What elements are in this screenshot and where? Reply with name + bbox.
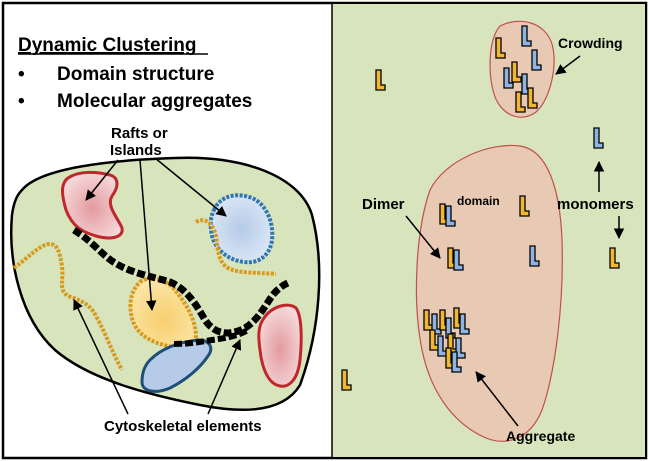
cytoskeleton-orange-strand-top xyxy=(194,218,277,276)
red-raft-top xyxy=(61,170,124,240)
rafts-label-line1: Rafts or xyxy=(111,125,168,142)
bullet-marker-2: • xyxy=(18,91,25,112)
arrow-cyto-to-black-chain xyxy=(207,339,242,415)
cytoskeleton-orange-strand-left xyxy=(12,241,124,371)
protein-yellow xyxy=(515,91,526,113)
protein-yellow xyxy=(519,195,530,217)
bullet-molecular-aggregates: Molecular aggregates xyxy=(57,91,252,112)
protein-blue xyxy=(453,249,464,271)
arrow-crowding xyxy=(555,55,581,75)
cytoskeleton-black-chain-1 xyxy=(72,227,292,337)
red-raft-right xyxy=(257,303,303,388)
bullet-marker-1: • xyxy=(18,64,25,85)
protein-blue xyxy=(531,49,542,71)
domain-label: domain xyxy=(457,194,500,208)
blue-raft-bottom xyxy=(140,338,213,393)
protein-blue xyxy=(521,25,532,47)
protein-blue xyxy=(451,351,462,373)
protein-blue xyxy=(459,313,470,335)
bullet-domain-structure: Domain structure xyxy=(57,64,214,85)
protein-blue xyxy=(445,317,456,339)
protein-yellow xyxy=(527,87,538,109)
protein-yellow xyxy=(511,61,522,83)
crowding-domain xyxy=(489,20,555,118)
arrow-aggregate xyxy=(475,371,519,427)
panel-heading: Dynamic Clustering xyxy=(18,35,196,56)
arrow-dimer xyxy=(405,215,441,259)
monomers-label: monomers xyxy=(557,196,634,213)
arrow-rafts-to-orange xyxy=(139,159,157,312)
protein-blue xyxy=(593,127,604,149)
proteins-layer xyxy=(341,25,620,391)
protein-yellow xyxy=(609,247,620,269)
cytoskeletal-label: Cytoskeletal elements xyxy=(104,418,262,435)
protein-blue xyxy=(445,205,456,227)
cytoskeleton-black-chain-2 xyxy=(173,327,250,347)
arrow-rafts-to-blue xyxy=(154,157,227,217)
arrow-rafts-to-red xyxy=(85,159,119,201)
rafts-label-line2: Islands xyxy=(110,142,162,159)
protein-blue xyxy=(503,67,514,89)
protein-yellow xyxy=(341,369,352,391)
protein-blue xyxy=(529,245,540,267)
crowding-label: Crowding xyxy=(558,35,623,51)
dimer-label: Dimer xyxy=(362,196,405,213)
aggregate-label: Aggregate xyxy=(506,428,575,444)
protein-yellow xyxy=(375,69,386,91)
arrow-cyto-to-orange-strand xyxy=(73,299,129,415)
protein-yellow xyxy=(495,37,506,59)
